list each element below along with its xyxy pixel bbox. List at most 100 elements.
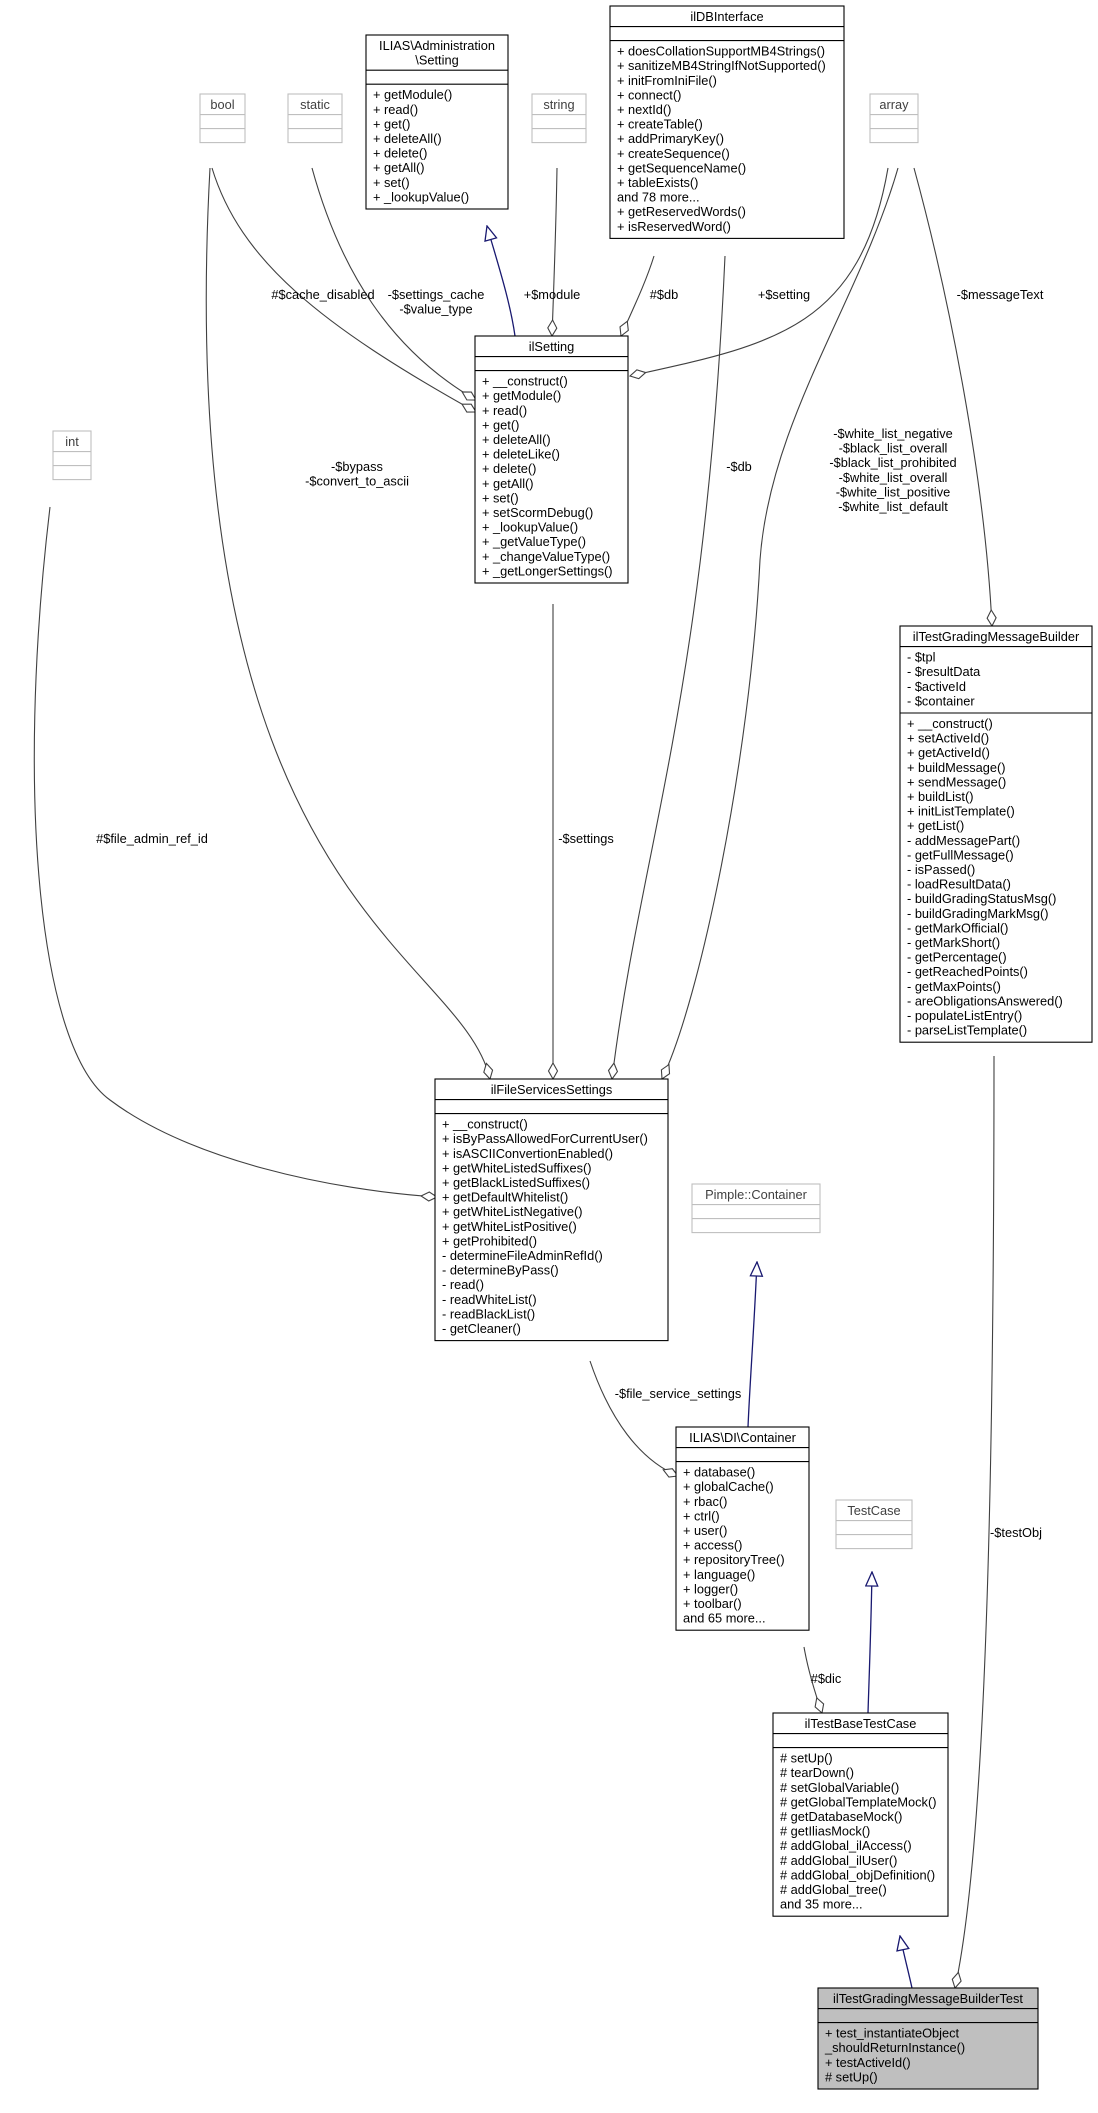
class-method: + connect()	[617, 87, 681, 102]
class-method: + getAll()	[482, 476, 534, 491]
class-array: array	[869, 93, 919, 144]
relation-label-message-text: -$messageText	[957, 287, 1044, 302]
relation-label-settings-cache: -$settings_cache	[388, 287, 485, 302]
class-method: # setUp()	[825, 2069, 878, 2084]
class-method: + getDefaultWhitelist()	[442, 1190, 568, 1205]
usage-array-ilsetting	[630, 167, 889, 376]
class-static: static	[287, 93, 343, 144]
class-method: - getPercentage()	[907, 950, 1007, 965]
class-method: and 78 more...	[617, 190, 700, 205]
relation-label-dic: #$dic	[811, 1671, 842, 1686]
class-method: # setUp()	[780, 1751, 833, 1766]
class-ilsetting: ilSetting+ __construct()+ getModule()+ r…	[474, 335, 629, 584]
class-method: and 35 more...	[780, 1897, 863, 1912]
relation-labels: #$cache_disabled-$settings_cache-$value_…	[96, 287, 1044, 1686]
class-method: + isASCIIConvertionEnabled()	[442, 1146, 613, 1161]
class-method: + set()	[373, 175, 410, 190]
usage-array-fileservices	[662, 167, 899, 1079]
class-method: + initListTemplate()	[907, 804, 1015, 819]
class-method: # addGlobal_tree()	[780, 1882, 887, 1897]
class-method: - buildGradingStatusMsg()	[907, 891, 1056, 906]
relation-label-cache-disabled: #$cache_disabled	[271, 287, 374, 302]
class-method: + __construct()	[442, 1117, 528, 1132]
class-method: - getReachedPoints()	[907, 964, 1028, 979]
relation-label-db-setting: #$db	[650, 287, 678, 302]
class-method: + test_instantiateObject	[825, 2026, 960, 2041]
usage-static-ilsetting	[311, 167, 476, 400]
class-method: and 65 more...	[683, 1611, 766, 1626]
class-attribute: - $container	[907, 693, 975, 708]
class-title: ilFileServicesSettings	[491, 1082, 613, 1097]
class-method: # addGlobal_ilUser()	[780, 1853, 897, 1868]
usage-bool-fileservices	[205, 167, 490, 1079]
class-method: # getIliasMock()	[780, 1824, 870, 1839]
class-method: + testActiveId()	[825, 2055, 911, 2070]
class-method: + nextId()	[617, 102, 671, 117]
class-attribute: - $tpl	[907, 650, 935, 665]
class-method: + getBlackListedSuffixes()	[442, 1175, 590, 1190]
class-method: + deleteAll()	[482, 432, 551, 447]
class-method: + logger()	[683, 1581, 738, 1596]
class-box	[199, 93, 246, 144]
class-method: + addPrimaryKey()	[617, 131, 724, 146]
class-method: + delete()	[373, 146, 427, 161]
usage-int-fileservices	[33, 506, 437, 1197]
relations	[33, 167, 994, 1989]
class-method: + __construct()	[907, 716, 993, 731]
class-ildbinterface: ilDBInterface+ doesCollationSupportMB4St…	[609, 5, 845, 239]
usage-bool-ilsetting	[211, 167, 476, 412]
class-title: ILIAS\DI\Container	[689, 1430, 796, 1445]
class-method: + _changeValueType()	[482, 549, 610, 564]
class-method: + globalCache()	[683, 1479, 774, 1494]
class-box	[52, 430, 92, 481]
class-attribute: - $resultData	[907, 664, 981, 679]
class-method: + doesCollationSupportMB4Strings()	[617, 44, 825, 59]
class-method: - determineFileAdminRefId()	[442, 1248, 603, 1263]
class-method: - populateListEntry()	[907, 1008, 1022, 1023]
inherit-basetestcase-testcase	[868, 1572, 872, 1714]
class-method: + getWhiteListedSuffixes()	[442, 1160, 592, 1175]
class-method: - getMarkOfficial()	[907, 920, 1008, 935]
usage-array-grading-builder	[913, 167, 992, 626]
class-method: + getModule()	[373, 87, 452, 102]
class-method: + _getValueType()	[482, 534, 586, 549]
class-title: ilSetting	[529, 339, 575, 354]
class-method: + repositoryTree()	[683, 1552, 785, 1567]
class-method: - areObligationsAnswered()	[907, 993, 1063, 1008]
class-method: + read()	[482, 403, 527, 418]
class-title: \Setting	[415, 53, 458, 68]
class-method: + deleteAll()	[373, 131, 442, 146]
class-admin-setting: ILIAS\Administration\Setting+ getModule(…	[365, 34, 509, 210]
inherit-buildertest-basetestcase	[900, 1936, 913, 1989]
class-method: + _lookupValue()	[482, 520, 578, 535]
class-base-testcase: ilTestBaseTestCase# setUp()# tearDown()#…	[772, 1712, 949, 1917]
class-method: + isReservedWord()	[617, 219, 731, 234]
class-method: + getAll()	[373, 160, 425, 175]
class-method: + getActiveId()	[907, 745, 990, 760]
class-method: - isPassed()	[907, 862, 975, 877]
class-pimple: Pimple::Container	[691, 1183, 821, 1234]
class-method: - getMarkShort()	[907, 935, 1000, 950]
class-method: + initFromIniFile()	[617, 73, 717, 88]
class-method: + database()	[683, 1465, 755, 1480]
class-method: + __construct()	[482, 374, 568, 389]
usage-dbinterface-fileservices	[612, 255, 726, 1079]
class-method: + sendMessage()	[907, 774, 1006, 789]
relation-label-db-files: -$db	[726, 459, 752, 474]
class-box	[899, 625, 1093, 1043]
relation-label-lists: -$white_list_overall	[839, 470, 948, 485]
inherit-ilsetting-admin-setting	[487, 226, 516, 337]
class-box	[287, 93, 343, 144]
class-method: + sanitizeMB4StringIfNotSupported()	[617, 58, 826, 73]
relation-label-bypass: -$bypass	[331, 459, 383, 474]
class-method: + getWhiteListNegative()	[442, 1204, 582, 1219]
class-method: # tearDown()	[780, 1765, 854, 1780]
usage-dbinterface-ilsetting	[621, 255, 655, 336]
class-method: - determineByPass()	[442, 1263, 559, 1278]
class-method: + deleteLike()	[482, 447, 560, 462]
class-title: static	[300, 97, 330, 112]
class-box	[675, 1426, 810, 1631]
class-method: + buildMessage()	[907, 760, 1006, 775]
class-method: - loadResultData()	[907, 877, 1011, 892]
class-title: string	[543, 97, 574, 112]
